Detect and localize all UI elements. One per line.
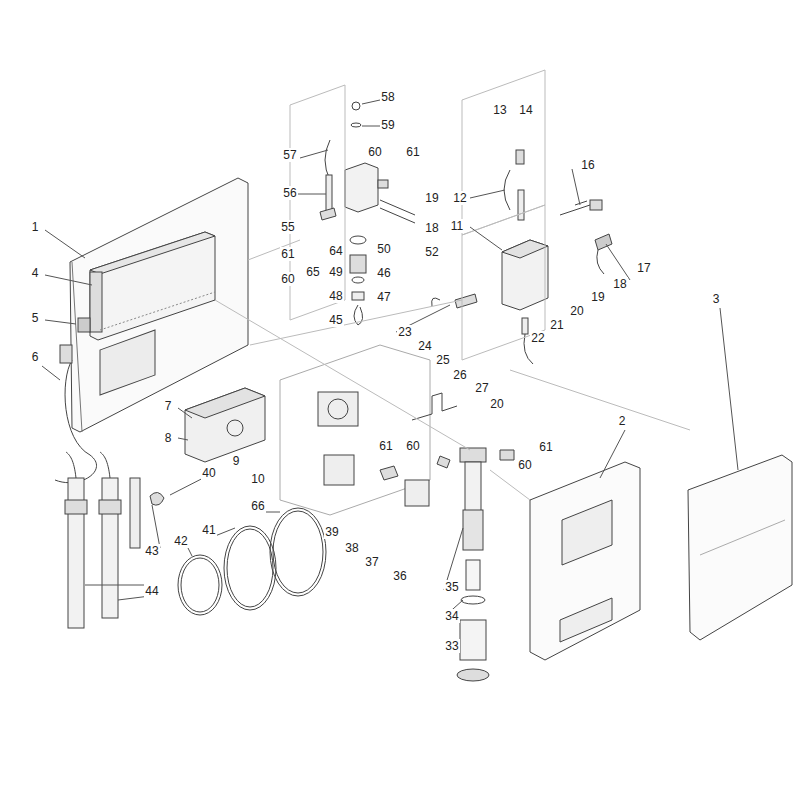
- callout-number: 8: [164, 431, 173, 445]
- callout-number: 13: [492, 103, 507, 117]
- callout-number: 44: [144, 584, 159, 598]
- callout-number: 34: [444, 609, 459, 623]
- callout-number: 36: [392, 569, 407, 583]
- callout-number: 16: [580, 158, 595, 172]
- callout-number: 61: [405, 145, 420, 159]
- callout-number: 40: [201, 466, 216, 480]
- callout-number: 41: [201, 523, 216, 537]
- callout-number: 4: [31, 266, 40, 280]
- callout-number: 3: [712, 292, 721, 306]
- callout-number: 48: [328, 289, 343, 303]
- callout-number: 9: [232, 454, 241, 468]
- callout-number: 18: [612, 277, 627, 291]
- callout-number: 20: [489, 397, 504, 411]
- callout-number: 18: [424, 221, 439, 235]
- callout-number: 64: [328, 244, 343, 258]
- callout-number: 47: [376, 290, 391, 304]
- callout-number: 25: [435, 353, 450, 367]
- callout-number: 20: [569, 304, 584, 318]
- callout-number: 52: [424, 245, 439, 259]
- callout-number: 10: [250, 472, 265, 486]
- callout-number: 5: [31, 311, 40, 325]
- callout-number: 56: [282, 186, 297, 200]
- callout-number: 42: [173, 534, 188, 548]
- callout-number: 24: [417, 339, 432, 353]
- callout-number: 33: [444, 639, 459, 653]
- callout-number: 21: [549, 318, 564, 332]
- callout-number: 60: [280, 272, 295, 286]
- callout-number: 19: [424, 191, 439, 205]
- callout-number: 50: [376, 242, 391, 256]
- callout-number: 12: [452, 191, 467, 205]
- callout-number: 58: [380, 90, 395, 104]
- callout-number: 35: [444, 580, 459, 594]
- callout-number: 2: [618, 414, 627, 428]
- callout-number: 26: [452, 368, 467, 382]
- callout-number: 46: [376, 266, 391, 280]
- callout-number: 45: [328, 313, 343, 327]
- callout-number: 6: [31, 350, 40, 364]
- callout-number: 27: [474, 381, 489, 395]
- callout-number: 22: [530, 331, 545, 345]
- callout-number: 49: [328, 265, 343, 279]
- callout-number: 11: [450, 219, 464, 233]
- callout-number: 57: [282, 148, 297, 162]
- callout-number: 61: [538, 440, 553, 454]
- callout-number: 65: [305, 265, 320, 279]
- callout-number: 60: [517, 458, 532, 472]
- callout-number: 60: [405, 439, 420, 453]
- callout-number: 7: [164, 399, 173, 413]
- callout-number: 60: [367, 145, 382, 159]
- callout-number: 66: [250, 499, 265, 513]
- callout-number: 59: [380, 118, 395, 132]
- callout-number: 23: [397, 325, 412, 339]
- callout-number: 39: [324, 525, 339, 539]
- callout-number: 55: [280, 220, 295, 234]
- callout-number: 61: [378, 439, 393, 453]
- callout-number: 43: [144, 544, 159, 558]
- callout-number: 17: [636, 261, 651, 275]
- callout-number: 14: [518, 103, 533, 117]
- callout-number: 19: [590, 290, 605, 304]
- callout-number: 38: [344, 541, 359, 555]
- callout-number: 1: [31, 220, 40, 234]
- callout-number: 61: [280, 247, 295, 261]
- callout-number: 37: [364, 555, 379, 569]
